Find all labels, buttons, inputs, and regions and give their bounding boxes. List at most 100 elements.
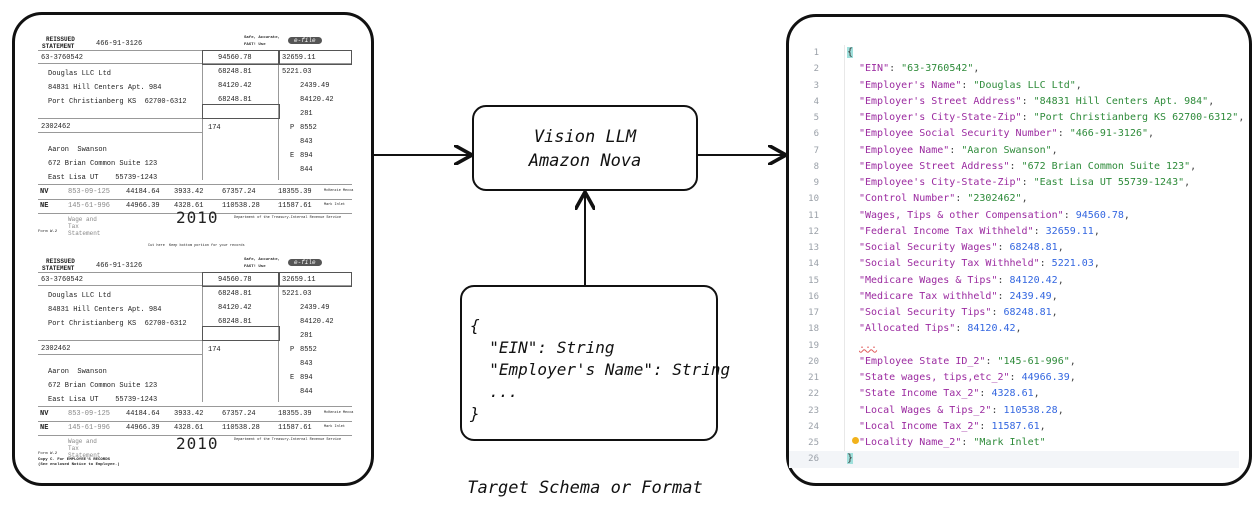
line-number: 4: [813, 96, 819, 107]
json-value: 68248.81: [1003, 307, 1052, 318]
tax-year: 2010: [176, 208, 219, 227]
code-line: 19...: [789, 338, 1249, 354]
form-rule: [38, 406, 352, 407]
line-number: 8: [813, 161, 819, 172]
employee-city: East Lisa UT 55739-1243: [48, 174, 158, 182]
close-brace: }: [847, 453, 854, 465]
state-id: 853-09-125: [68, 410, 111, 418]
employee-street: 672 Brian Common Suite 123: [48, 382, 158, 390]
box2-fed-tax: 32659.11: [282, 54, 316, 62]
line-number: 19: [808, 340, 819, 351]
line-number: 25: [808, 438, 819, 448]
line-number: 10: [808, 194, 819, 205]
code-line: 25"Locality Name_2": "Mark Inlet": [789, 435, 1249, 451]
line-number: 17: [808, 308, 819, 318]
code-line: 21"State wages, tips,etc_2": 44966.39,: [789, 370, 1249, 386]
line-number: 23: [808, 405, 819, 416]
box12c-amount: 894: [300, 152, 313, 160]
code-line: 15"Medicare Wages & Tips": 84120.42,: [789, 273, 1249, 289]
wage-tax-statement-label: Wage and Tax Statement: [68, 438, 101, 459]
form-rule: [38, 50, 352, 51]
box12a-amount: 8552: [300, 124, 317, 132]
form-rule: [38, 118, 202, 119]
form-rule: [38, 285, 352, 286]
code-line: 22"State Income Tax_2": 4328.61,: [789, 386, 1249, 402]
employer-street: 84831 Hill Centers Apt. 984: [48, 306, 162, 314]
box5-medicare-wages: 84120.42: [218, 304, 252, 312]
locality-name: Mark Inlet: [324, 203, 346, 207]
code-line: 10"Control Number": "2302462",: [789, 191, 1249, 207]
box7-ss-tips: 68248.81: [218, 96, 252, 104]
json-key: "Federal Income Tax Withheld": [859, 225, 1034, 237]
state-wages: 44184.64: [126, 410, 160, 418]
json-key: "Employer's City-State-Zip": [859, 112, 1022, 123]
employer-name: Douglas LLC Ltd: [48, 292, 112, 300]
box12d-amount: 844: [300, 388, 313, 396]
state-tax: 4328.61: [174, 202, 204, 210]
state-id: 145-61-996: [68, 424, 111, 432]
json-value: "East Lisa UT 55739-1243": [1033, 177, 1185, 188]
lightbulb-icon[interactable]: [852, 437, 859, 444]
json-value: "145-61-996": [997, 355, 1070, 367]
json-key: "Social Security Wages": [859, 242, 998, 253]
json-value: 84120.42: [1009, 274, 1058, 286]
employer-city: Port Christianberg KS 62700-6312: [48, 320, 187, 328]
box12b-amount: 843: [300, 360, 313, 368]
json-key: "Local Income Tax_2": [859, 420, 980, 432]
json-value: "63-3760542": [901, 63, 974, 75]
code-line: 8"Employee Street Address": "672 Brian C…: [789, 159, 1249, 175]
code-line: 5"Employer's City-State-Zip": "Port Chri…: [789, 110, 1249, 126]
local-wages: 110538.28: [222, 424, 260, 432]
json-value: 110538.28: [1003, 404, 1058, 416]
box1-wages: 94560.78: [218, 276, 252, 284]
employer-street: 84831 Hill Centers Apt. 984: [48, 84, 162, 92]
schema-line: "Employer's Name": String: [470, 360, 731, 379]
box2-highlight: [278, 272, 352, 287]
local-wages: 110538.28: [222, 202, 260, 210]
schema-line: }: [470, 404, 480, 423]
state-id: 853-09-125: [68, 188, 111, 196]
box12c-code: E: [290, 374, 295, 382]
json-value: "84831 Hill Centers Apt. 984": [1033, 95, 1209, 107]
code-line: 6"Employee Social Security Number": "466…: [789, 126, 1249, 142]
box8-allocated-tips: 84120.42: [300, 318, 334, 326]
form-rule: [38, 184, 352, 185]
line-number: 24: [808, 421, 819, 432]
cut-here-label: Cut here Keep bottom portion for your re…: [148, 244, 245, 248]
state-wages: 44966.39: [126, 424, 160, 432]
form-rule: [38, 199, 352, 200]
code-line: 13"Social Security Wages": 68248.81,: [789, 240, 1249, 256]
box2-fed-tax: 32659.11: [282, 276, 316, 284]
json-key: "Employer's Street Address": [859, 95, 1022, 107]
json-value: "Port Christianberg KS 62700-6312": [1033, 112, 1239, 123]
statement-label: STATEMENT: [42, 43, 75, 50]
box1-highlight: [202, 272, 280, 287]
local-wages: 67357.24: [222, 410, 256, 418]
fast-use-label: FAST! Use: [244, 265, 266, 269]
json-key: "Employee Social Security Number": [859, 128, 1058, 140]
schema-line: "EIN": String: [470, 338, 615, 357]
box4-ss-tax: 5221.03: [282, 290, 312, 298]
line-number: 2: [813, 64, 819, 75]
employee-ssn: 466-91-3126: [96, 40, 143, 48]
json-value: "2302462": [967, 193, 1022, 205]
json-value: 94560.78: [1075, 209, 1124, 221]
copy-c-label: Copy C. For EMPLOYEE'S RECORDS: [38, 458, 111, 462]
locality-name: McKenzie Mecca: [324, 189, 354, 193]
json-value: "Douglas LLC Ltd": [973, 79, 1076, 91]
line-number: 21: [808, 373, 819, 383]
local-wages: 67357.24: [222, 188, 256, 196]
state-code: NE: [40, 202, 49, 210]
code-line: 20"Employee State ID_2": "145-61-996",: [789, 354, 1249, 370]
box11-nonqualified: 174: [208, 346, 221, 354]
code-line: 14"Social Security Tax Withheld": 5221.0…: [789, 256, 1249, 272]
box9-highlight: [202, 326, 280, 341]
form-rule: [38, 272, 352, 273]
code-line: 23"Local Wages & Tips_2": 110538.28,: [789, 403, 1249, 419]
employee-ssn: 466-91-3126: [96, 262, 143, 270]
local-tax: 11587.61: [278, 424, 312, 432]
json-value: 4328.61: [991, 388, 1034, 400]
json-key: "EIN": [859, 63, 890, 75]
state-code: NV: [40, 410, 49, 418]
code-lines: 1{2"EIN": "63-3760542",3"Employer's Name…: [789, 45, 1249, 468]
